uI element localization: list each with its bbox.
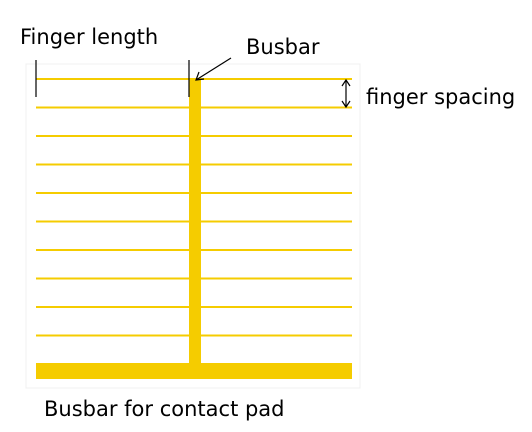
busbar: [189, 79, 201, 370]
finger-spacing-arrowhead-top: [341, 78, 351, 87]
finger-length-label: Finger length: [20, 25, 158, 49]
contact-pad-busbar: [36, 363, 352, 379]
busbar-pointer-arrowhead: [195, 71, 205, 81]
contact-pad-busbar-label: Busbar for contact pad: [44, 397, 285, 421]
finger-spacing-arrowhead-bottom: [341, 100, 351, 109]
busbar-label: Busbar: [246, 35, 320, 59]
busbar-pointer-line: [195, 57, 232, 81]
finger-spacing-label: finger spacing: [366, 85, 515, 109]
